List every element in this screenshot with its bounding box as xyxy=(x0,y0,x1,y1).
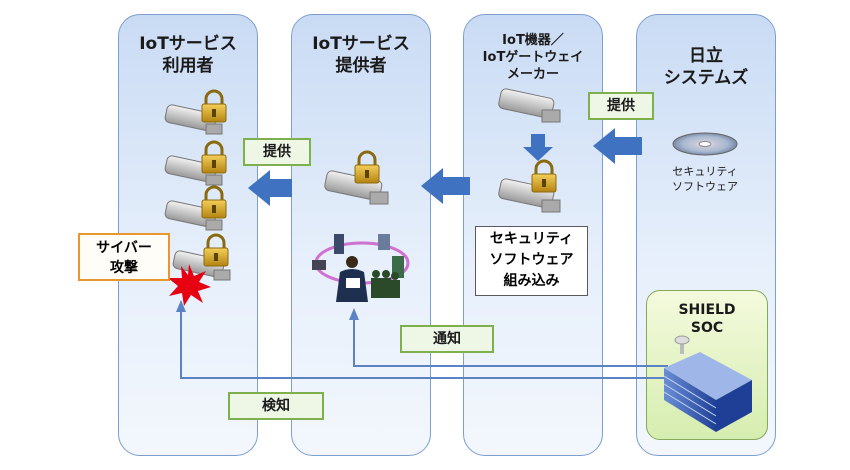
arrow-down-icon xyxy=(523,134,553,161)
provide-label-right: 提供 xyxy=(588,92,654,120)
padlock-icon xyxy=(531,159,557,193)
arrowhead xyxy=(176,300,186,312)
padlock-icon xyxy=(201,140,227,174)
security-camera-icon xyxy=(164,155,223,186)
arrowhead xyxy=(349,308,359,320)
notify-line xyxy=(353,318,668,367)
arrow-left-icon xyxy=(248,170,292,206)
padlock-icon xyxy=(201,89,227,123)
security-camera-icon xyxy=(324,170,389,205)
detect-label: 検知 xyxy=(228,392,324,420)
security-software-caption: セキュリティ ソフトウェア xyxy=(672,165,738,193)
arrow-left-icon xyxy=(421,168,470,204)
security-camera-icon xyxy=(164,200,223,231)
column-title: IoTサービス 提供者 xyxy=(312,34,410,76)
cd-disc-icon xyxy=(672,132,738,156)
column-title: IoTサービス 利用者 xyxy=(139,34,237,76)
security-camera-icon xyxy=(172,250,231,281)
padlock-icon xyxy=(354,150,380,184)
detect-line xyxy=(180,310,668,379)
provide-label-left: 提供 xyxy=(243,138,311,166)
padlock-icon xyxy=(203,233,229,267)
soc-title: SHIELD SOC xyxy=(678,302,736,336)
column-title: 日立 システムズ xyxy=(663,46,749,88)
embedded-security-software-box: セキュリティ ソフトウェア 組み込み xyxy=(475,226,588,296)
building-icon xyxy=(663,335,752,432)
security-camera-icon xyxy=(498,88,561,123)
padlock-icon xyxy=(201,185,227,219)
security-camera-icon xyxy=(164,104,223,135)
column-title: IoT機器／ IoTゲートウェイ メーカー xyxy=(482,33,584,82)
arrow-left-icon xyxy=(593,128,642,164)
column-service-providers: IoTサービス 提供者 xyxy=(291,14,431,456)
business-people-icon xyxy=(336,256,400,302)
cyber-attack-label: サイバー 攻撃 xyxy=(78,233,170,281)
explosion-icon xyxy=(168,264,211,306)
notify-label: 通知 xyxy=(400,325,494,353)
